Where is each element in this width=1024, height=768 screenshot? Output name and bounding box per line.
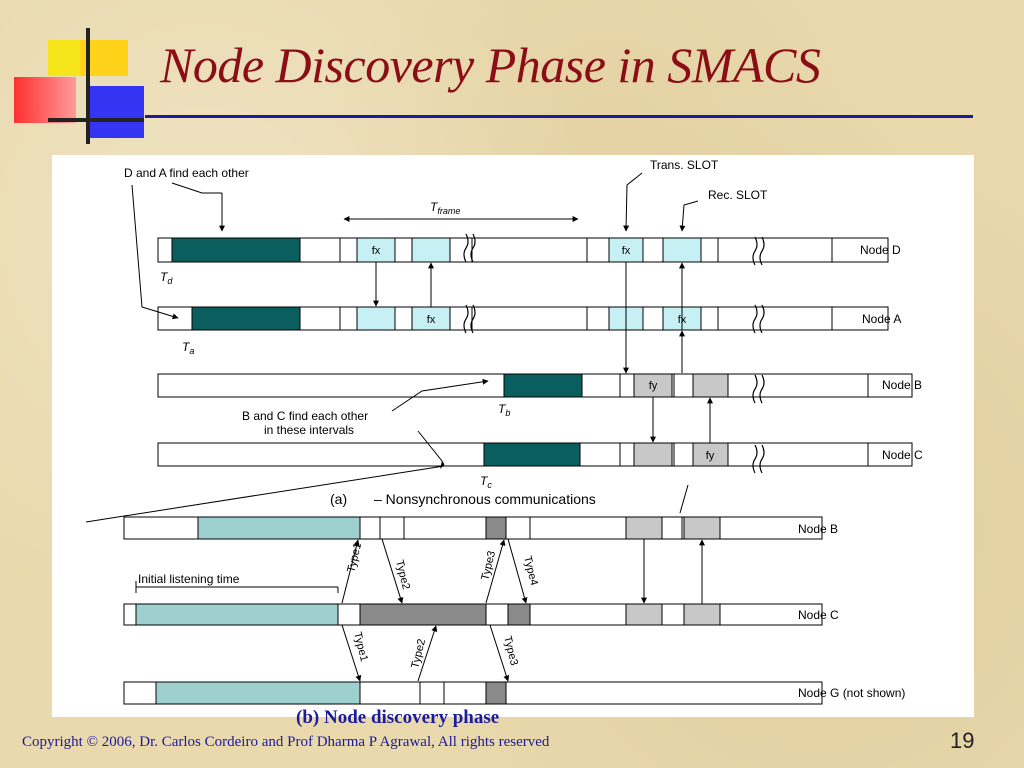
node-d-slot-label-2: fx	[622, 245, 631, 257]
type2-b-c-label: Type2	[393, 559, 412, 591]
node-c-listen-block-a	[483, 442, 581, 467]
zoom-line-right	[679, 484, 689, 514]
node-g-timeline	[123, 681, 823, 705]
part-b-message-arrows	[341, 538, 705, 682]
node-d-slot-fx-2	[608, 237, 644, 263]
type4-b-c-label: Type4	[521, 555, 540, 587]
node-c-label-a: Node C	[882, 448, 923, 462]
node-c-gray-slot-2	[683, 603, 721, 626]
node-c-slot-recv	[633, 442, 673, 467]
node-a-slot-recv-1	[356, 306, 396, 331]
node-c-time-break-marks	[752, 444, 765, 474]
type3-b-c-label: Type3	[479, 550, 498, 582]
node-b-label-a: Node B	[882, 378, 922, 392]
node-a-listen-block	[191, 306, 301, 331]
title-underline	[145, 115, 973, 118]
node-b-slot-recv	[692, 373, 729, 398]
part-a-message-arrows	[219, 193, 713, 443]
node-b-dark-slot-b	[485, 516, 507, 540]
node-g-label: Node G (not shown)	[798, 686, 905, 700]
diagram-panel: fx fx Node D Td fx fx Node A Ta	[52, 155, 974, 717]
node-a-timer: Ta	[182, 340, 194, 356]
node-d-slot-recv-1	[411, 237, 451, 263]
node-c-slot-label: fy	[706, 450, 715, 462]
type3-c-g-label: Type3	[501, 635, 520, 667]
b-c-arrow-top	[391, 378, 489, 412]
node-d-timer: Td	[160, 270, 173, 286]
node-d-slot-label-1: fx	[372, 245, 381, 257]
node-b-listen-block-a	[503, 373, 583, 398]
initial-listening-label: Initial listening time	[138, 572, 240, 586]
node-d-time-break-marks	[463, 233, 765, 266]
type1-c-g-label: Type1	[351, 631, 370, 663]
copyright-footer: Copyright © 2006, Dr. Carlos Cordeiro an…	[22, 734, 550, 750]
t-frame-label: Tframe	[430, 200, 460, 216]
node-c-label-b: Node C	[798, 608, 839, 622]
trans-slot-label: Trans. SLOT	[650, 158, 719, 172]
node-a-slot-label-1: fx	[427, 314, 436, 326]
node-g-dark-slot	[485, 681, 507, 705]
node-d-listen-block	[171, 237, 301, 263]
node-c-timer: Tc	[480, 474, 492, 490]
node-b-timeline-a	[157, 373, 913, 398]
node-c-timeline-b	[123, 603, 823, 626]
node-d-label: Node D	[860, 243, 901, 257]
caption-a-letter: (a)	[330, 491, 347, 507]
node-b-time-break-marks	[752, 374, 765, 404]
node-d-slot-recv-2	[662, 237, 702, 263]
node-a-time-break-marks	[463, 304, 765, 334]
node-a-label: Node A	[862, 312, 901, 326]
node-c-dark-slot-b	[507, 603, 531, 626]
annotation-b-and-c-2: in these intervals	[264, 423, 354, 437]
node-b-listen-block-b	[197, 516, 361, 540]
node-c-timeline-a	[157, 442, 913, 467]
type2-c-g-label: Type2	[409, 638, 428, 670]
d-a-annotation-lines	[131, 182, 222, 320]
node-a-timeline	[157, 306, 889, 331]
node-b-gray-slot-1	[625, 516, 663, 540]
rec-slot-arrow	[679, 200, 699, 232]
node-g-listen-block	[155, 681, 361, 705]
smacs-timing-diagram: fx fx Node D Td fx fx Node A Ta	[85, 158, 923, 705]
slide-title: Node Discovery Phase in SMACS	[160, 37, 821, 93]
node-d-timeline	[157, 237, 889, 263]
node-b-slot-label: fy	[649, 380, 658, 392]
node-c-type-exchange-block	[359, 603, 487, 626]
node-b-gray-slot-2	[683, 516, 721, 540]
trans-slot-arrow	[623, 172, 643, 232]
node-b-timeline-b	[123, 516, 823, 540]
node-c-gray-slot-1	[625, 603, 663, 626]
node-b-label-b: Node B	[798, 522, 838, 536]
type1-b-c-label: Type1	[345, 542, 364, 574]
zoom-line-left	[85, 465, 445, 523]
annotation-b-and-c-1: B and C find each other	[242, 409, 368, 423]
node-c-listen-block-b	[135, 603, 339, 626]
rec-slot-label: Rec. SLOT	[708, 188, 768, 202]
page-number: 19	[950, 728, 975, 753]
annotation-d-and-a: D and A find each other	[124, 166, 249, 180]
node-b-timer: Tb	[498, 402, 510, 418]
caption-a-text: – Nonsynchronous communications	[374, 491, 596, 507]
diagram-caption-b: (b) Node discovery phase	[296, 707, 500, 728]
